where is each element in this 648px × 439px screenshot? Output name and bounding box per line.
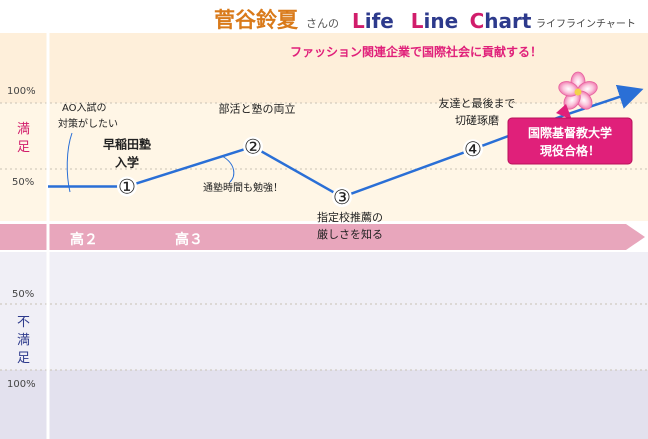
life-line xyxy=(48,113,567,199)
milestone-marker-bg-4 xyxy=(463,139,483,160)
tick-top-50: 50% xyxy=(12,177,34,188)
result-line2: 現役合格！ xyxy=(540,143,600,158)
person-name: 菅谷鈴夏 xyxy=(214,8,299,32)
positive-top-band xyxy=(0,33,648,103)
grade-label-3: 高３ xyxy=(175,231,203,248)
negative-label-3: 足 xyxy=(17,351,30,366)
title-word-3: Chart xyxy=(470,9,532,33)
result-line1: 国際基督教大学 xyxy=(528,125,612,140)
ao-note-line1: AO入試の xyxy=(62,101,107,114)
chart-title: Life Line Chart xyxy=(352,9,532,33)
milestone-label-2-1: 部活と塾の両立 xyxy=(219,102,296,116)
negative-label-2: 満 xyxy=(17,333,30,348)
milestone-marker-bg-3 xyxy=(332,187,352,208)
milestone-label-4-2: 切磋琢磨 xyxy=(455,114,499,127)
milestone-label-1-1: 早稲田塾 xyxy=(103,136,151,151)
positive-label-1: 満 xyxy=(17,122,30,137)
tsuujuku-note: 通塾時間も勉強！ xyxy=(203,181,283,194)
grade-label-2: 高２ xyxy=(70,231,98,248)
milestone-number-1: ① xyxy=(118,174,136,198)
gridlines xyxy=(0,102,648,371)
negative-bottom-band xyxy=(0,370,648,439)
school-year-ribbon xyxy=(0,224,645,250)
milestone-marker-bg-2 xyxy=(243,136,263,157)
tick-bottom-50: 50% xyxy=(12,289,34,300)
ao-note-line2: 対策がしたい xyxy=(58,117,118,130)
header: 菅谷鈴夏 さんの Life Line Chart ライフラインチャート xyxy=(214,8,636,33)
goal-banner: ファッション関連企業で国際社会に貢献する！ xyxy=(290,44,542,59)
tsuujuku-connector xyxy=(221,155,235,183)
tick-top-100: 100% xyxy=(7,86,36,97)
milestone-number-2: ② xyxy=(244,135,262,159)
san-label: さんの xyxy=(306,17,339,30)
tick-bottom-100: 100% xyxy=(7,379,36,390)
title-word-1: Life xyxy=(352,9,394,33)
subtitle: ライフラインチャート xyxy=(536,18,636,30)
milestone-number-3: ③ xyxy=(333,185,351,209)
milestone-label-4-1: 友達と最後まで xyxy=(439,96,516,110)
milestone-marker-bg-1 xyxy=(117,176,137,197)
milestone-label-1-2: 入学 xyxy=(115,154,139,169)
positive-label-2: 足 xyxy=(17,140,30,155)
future-arrow xyxy=(565,84,644,116)
milestone-label-3-2: 厳しさを知る xyxy=(317,227,383,241)
milestone-label-3-1: 指定校推薦の xyxy=(317,210,383,224)
negative-label-1: 不 xyxy=(17,315,30,330)
life-line-series xyxy=(48,84,644,199)
title-word-2: Line xyxy=(411,9,458,33)
result-callout-pointer xyxy=(556,104,572,120)
milestone-number-4: ④ xyxy=(464,137,482,161)
result-box-frame xyxy=(507,117,633,165)
result-box: 国際基督教大学 現役合格！ xyxy=(507,104,633,165)
